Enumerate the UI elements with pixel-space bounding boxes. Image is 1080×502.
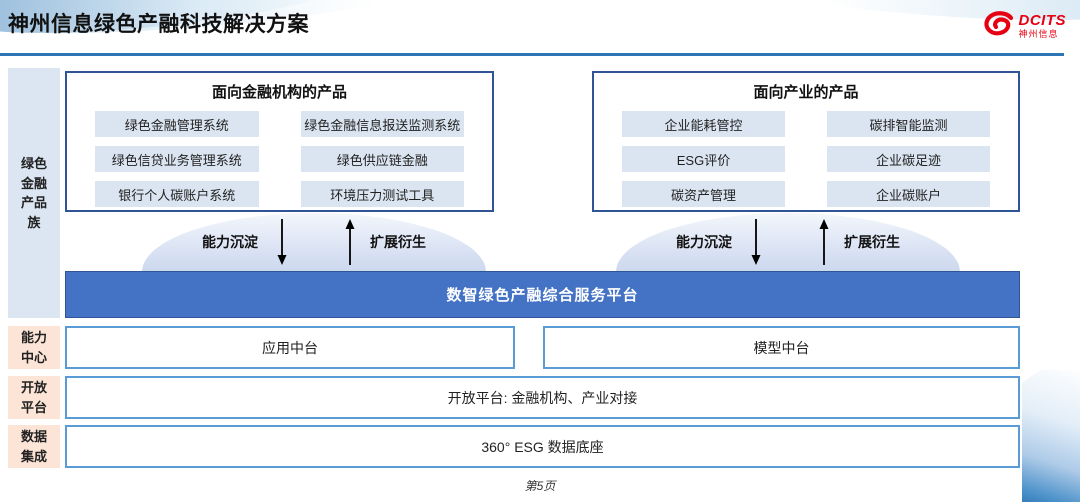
capability-box-model-label: 模型中台 bbox=[753, 339, 810, 356]
product-item: 企业能耗管控 bbox=[622, 111, 785, 137]
industry-products-box: 面向产业的产品 企业能耗管控 碳排智能监测 ESG评价 企业碳足迹 碳资产管理 … bbox=[592, 71, 1020, 212]
header-divider bbox=[0, 53, 1064, 56]
arrow-down-icon bbox=[277, 219, 287, 265]
product-item: 绿色供应链金融 bbox=[300, 146, 464, 172]
brand-subtitle: 神州信息 bbox=[1018, 29, 1059, 39]
product-item: 碳排智能监测 bbox=[827, 111, 990, 137]
product-item: 碳资产管理 bbox=[622, 181, 785, 207]
open-platform-box-label: 开放平台: 金融机构、产业对接 bbox=[447, 389, 638, 406]
product-item: 企业碳账户 bbox=[827, 181, 990, 207]
brand-logo: DCITS 神州信息 bbox=[981, 10, 1067, 42]
corner-swoosh-decoration bbox=[1022, 370, 1080, 502]
platform-bar-label: 数智绿色产融综合服务平台 bbox=[446, 287, 639, 304]
sidebar-label-capability-center: 能力中心 bbox=[8, 326, 60, 369]
industry-products-title: 面向产业的产品 bbox=[753, 84, 859, 101]
page-number: 第5页 bbox=[524, 479, 556, 493]
page-title: 神州信息绿色产融科技解决方案 bbox=[8, 13, 309, 36]
product-item: 绿色金融信息报送监测系统 bbox=[300, 111, 464, 137]
finance-products-grid: 绿色金融管理系统 绿色金融信息报送监测系统 绿色信贷业务管理系统 绿色供应链金融… bbox=[67, 102, 492, 207]
data-base-box-label: 360° ESG 数据底座 bbox=[481, 438, 604, 455]
flow-up-label: 扩展衍生 bbox=[370, 234, 426, 250]
capability-box-app-label: 应用中台 bbox=[262, 339, 318, 356]
sidebar-label-open-platform: 开放平台 bbox=[8, 376, 60, 419]
product-item: 银行个人碳账户系统 bbox=[95, 181, 259, 207]
capability-box-model: 模型中台 bbox=[543, 326, 1020, 369]
open-platform-box: 开放平台: 金融机构、产业对接 bbox=[65, 376, 1020, 419]
flow-up-label: 扩展衍生 bbox=[844, 234, 900, 250]
arrow-down-icon bbox=[751, 219, 761, 265]
data-base-box: 360° ESG 数据底座 bbox=[65, 425, 1020, 468]
industry-products-grid: 企业能耗管控 碳排智能监测 ESG评价 企业碳足迹 碳资产管理 企业碳账户 bbox=[594, 102, 1018, 207]
product-item: 绿色信贷业务管理系统 bbox=[95, 146, 259, 172]
product-item: ESG评价 bbox=[622, 146, 785, 172]
arrow-up-icon bbox=[819, 219, 829, 265]
flow-down-label: 能力沉淀 bbox=[202, 234, 258, 250]
flow-group-right: 能力沉淀 扩展衍生 bbox=[616, 214, 960, 270]
product-item: 企业碳足迹 bbox=[827, 146, 990, 172]
brand-text: DCITS 神州信息 bbox=[1019, 13, 1067, 39]
product-item: 绿色金融管理系统 bbox=[95, 111, 259, 137]
finance-products-box: 面向金融机构的产品 绿色金融管理系统 绿色金融信息报送监测系统 绿色信贷业务管理… bbox=[65, 71, 494, 212]
brand-name: DCITS bbox=[1018, 12, 1066, 29]
header: 神州信息绿色产融科技解决方案 DCITS 神州信息 bbox=[0, 0, 1080, 62]
dcits-swoosh-icon bbox=[981, 10, 1015, 42]
flow-group-left: 能力沉淀 扩展衍生 bbox=[142, 214, 486, 270]
finance-products-title: 面向金融机构的产品 bbox=[211, 84, 347, 101]
sidebar-label-product-family: 绿色金融产品族 bbox=[8, 68, 60, 318]
arrow-up-icon bbox=[345, 219, 355, 265]
flow-down-label: 能力沉淀 bbox=[676, 234, 732, 250]
capability-box-app: 应用中台 bbox=[65, 326, 515, 369]
sidebar-label-data-integration: 数据集成 bbox=[8, 425, 60, 468]
platform-bar: 数智绿色产融综合服务平台 bbox=[65, 271, 1020, 318]
product-item: 环境压力测试工具 bbox=[300, 181, 464, 207]
